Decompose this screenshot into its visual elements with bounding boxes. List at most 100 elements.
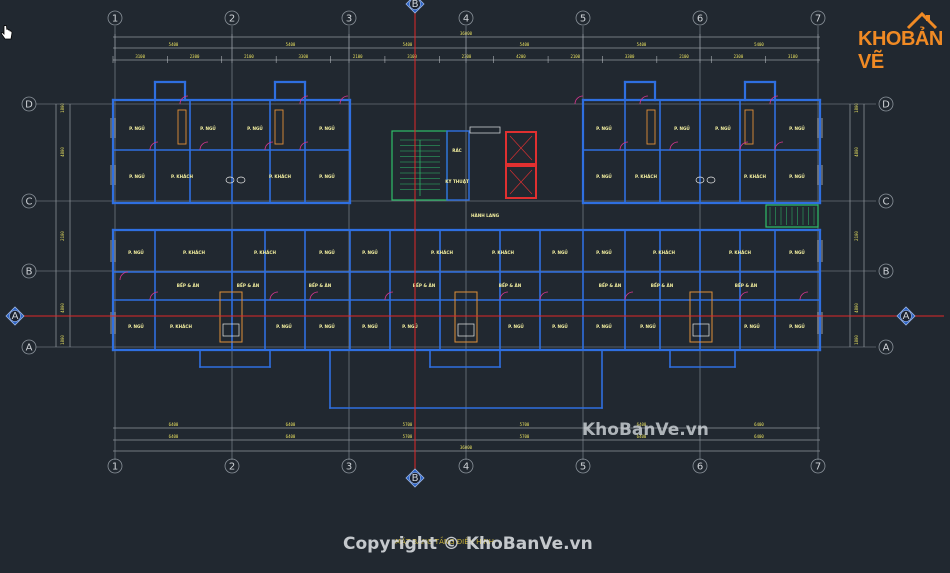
room-label: BẾP & ĂN — [499, 282, 522, 288]
grid-label-col: 1 — [112, 462, 118, 473]
grid-label-row: C — [26, 197, 33, 208]
logo-wordmark: KHOBẢN VẼ — [858, 28, 943, 74]
dimension-sub-top: 2300 — [190, 54, 200, 59]
room-label: P. KHÁCH — [492, 250, 514, 255]
grid-bubble-col — [107, 10, 123, 26]
room-label: P. NGỦ — [552, 250, 568, 255]
door-swing — [619, 141, 629, 151]
dimension-bay-bottom: 5700 — [520, 422, 530, 427]
dimension-sub-top: 2300 — [734, 54, 744, 59]
walls — [111, 80, 822, 409]
brand-logo: KHOBẢN VẼ — [852, 8, 943, 73]
door-swing — [384, 291, 394, 301]
grid-label-row: D — [882, 100, 890, 111]
grid-bubble-col — [692, 458, 708, 474]
door-swing — [299, 95, 309, 105]
vent-shaft — [469, 126, 501, 134]
door-swing — [639, 95, 649, 105]
sink-fixture — [692, 323, 710, 337]
door-swing — [149, 291, 159, 301]
room-label: BẾP & ĂN — [309, 282, 332, 288]
door-swing — [574, 95, 584, 105]
dimension-sub-top: 3100 — [788, 54, 798, 59]
logo-suffix: BẢN VẼ — [858, 28, 943, 73]
grid-label-col: 7 — [815, 462, 821, 473]
grid-bubble-col — [810, 458, 826, 474]
room-labels: P. NGỦ P. NGỦ P. NGỦ P. NGỦ P. NGỦ P. KHÁCH P.… — [128, 126, 805, 329]
door-swing — [739, 291, 749, 301]
door-swing — [119, 271, 129, 281]
grid-label-row: A — [883, 343, 890, 354]
wardrobe-fixture — [274, 109, 284, 145]
grid-bubble-row — [878, 339, 894, 355]
grid-label-row: C — [883, 197, 890, 208]
room-label: BẾP & ĂN — [599, 282, 622, 288]
room-label: P. NGỦ — [715, 126, 731, 131]
grid-bubble-row — [878, 193, 894, 209]
room-label: P. NGỦ — [128, 324, 144, 329]
dimension-bay-bottom: 6400 — [169, 422, 179, 427]
elevator-shaft — [505, 165, 537, 199]
room-label: P. NGỦ — [596, 324, 612, 329]
fixtures — [110, 95, 823, 343]
grid-bubble-row — [878, 96, 894, 112]
room-label: P. NGỦ — [129, 126, 145, 131]
dimension-bay-bottom: 6400 — [637, 422, 647, 427]
door-swing — [499, 291, 509, 301]
dimension-sub-top: 2100 — [353, 54, 363, 59]
grid-label-col: 7 — [815, 14, 821, 25]
room-label: P. KHÁCH — [431, 250, 453, 255]
grid-label-col: 4 — [463, 14, 469, 25]
kitchen-fixture — [219, 291, 243, 343]
grid-bubble-col — [458, 458, 474, 474]
room-label: P. KHÁCH — [171, 174, 193, 179]
grid-bubble-row — [21, 263, 37, 279]
room-label: P. NGỦ — [276, 324, 292, 329]
dimension-left: 2100 — [60, 231, 65, 241]
dimension-sub-top: 3100 — [135, 54, 145, 59]
dimension-bay-bottom: 5700 — [403, 422, 413, 427]
grid-bubble-col — [575, 10, 591, 26]
room-label: KỸ THUẬT — [445, 179, 469, 184]
room-label: P. NGỦ — [319, 250, 335, 255]
dimension-right: 2100 — [854, 231, 859, 241]
room-label: P. NGỦ — [319, 126, 335, 131]
room-label: P. NGỦ — [596, 174, 612, 179]
grid-label-col: 2 — [229, 14, 235, 25]
grid-label-row: B — [26, 267, 33, 278]
room-label: P. NGỦ — [508, 324, 524, 329]
sink-fixture — [457, 323, 475, 337]
toilet-fixture — [706, 176, 716, 184]
door-swing — [339, 95, 349, 105]
grid-bubble-row — [21, 339, 37, 355]
grid-bubble-col — [224, 458, 240, 474]
section-marker-right: A — [896, 306, 916, 326]
dimension-bay-bottom-2: 6400 — [754, 434, 764, 439]
grid-label-col: 5 — [580, 14, 586, 25]
room-label: BẾP & ĂN — [177, 282, 200, 288]
room-label: P. KHÁCH — [254, 250, 276, 255]
grid-label-col: 1 — [112, 14, 118, 25]
grid-bubble-row — [878, 263, 894, 279]
room-label: P. KHÁCH — [729, 250, 751, 255]
dimension-bay-top: 5400 — [403, 42, 413, 47]
sheet-title: MẶT BẰNG TẦNG ĐIỂN HÌNH — [395, 538, 494, 546]
section-marker-circle — [409, 0, 421, 10]
sink-fixture — [222, 323, 240, 337]
room-label: P. KHÁCH — [183, 250, 205, 255]
room-label: P. NGỦ — [789, 174, 805, 179]
room-label: P. NGỦ — [319, 324, 335, 329]
grid-label-col: 4 — [463, 462, 469, 473]
wardrobe-fixture — [177, 109, 187, 145]
hand-cursor-icon — [1, 25, 13, 40]
house-roof-icon — [906, 11, 938, 30]
room-label: P. KHÁCH — [653, 250, 675, 255]
dimension-bay-bottom-2: 6400 — [169, 434, 179, 439]
dimension-bay-top: 5400 — [637, 42, 647, 47]
dimension-bay-top: 5400 — [169, 42, 179, 47]
dimension-bay-bottom-2: 5700 — [520, 434, 530, 439]
room-label: BẾP & ĂN — [413, 282, 436, 288]
